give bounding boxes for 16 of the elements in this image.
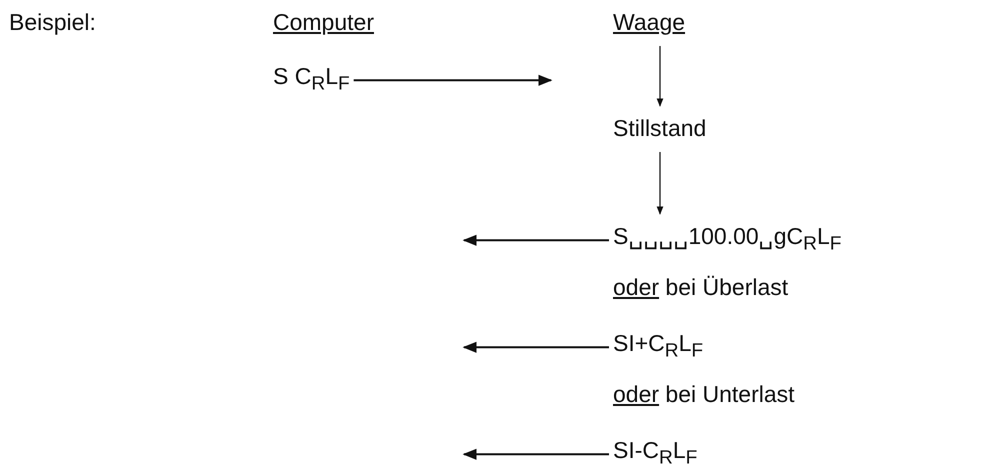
example-label: Beispiel: <box>9 8 96 36</box>
message-arrow <box>462 342 609 353</box>
response-text: S␣␣␣␣100.00␣gC$_{R}$L$_{F}$ <box>613 222 842 259</box>
column-heading: Waage <box>613 8 686 36</box>
response-text: SI-C$_{R}$L$_{F}$ <box>613 436 698 472</box>
message-arrow <box>354 74 552 86</box>
response-text: SI+C$_{R}$L$_{F}$ <box>613 329 704 366</box>
note-text: oder bei Unterlast <box>613 380 795 408</box>
down-arrow <box>656 46 664 107</box>
command-text: S C$_{R}$L$_{F}$ <box>273 62 350 99</box>
status-text: Stillstand <box>613 114 706 142</box>
message-arrow <box>462 448 609 460</box>
column-heading: Computer <box>273 8 374 36</box>
message-arrow <box>462 234 609 246</box>
note-text: oder bei Überlast <box>613 273 788 301</box>
down-arrow <box>656 152 664 215</box>
